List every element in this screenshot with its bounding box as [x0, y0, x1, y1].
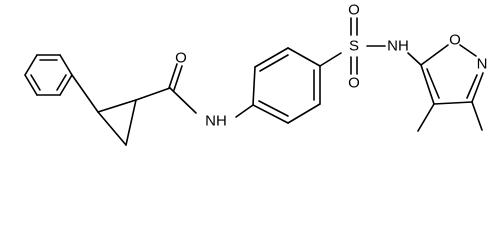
bond — [173, 65, 183, 91]
chemical-structure: O NH S O O NH O N — [24, 2, 487, 146]
bond — [168, 63, 178, 89]
bond — [97, 99, 137, 113]
isoxazole-nitrogen-label: N — [477, 56, 488, 73]
bond — [319, 52, 342, 67]
bond — [471, 101, 483, 131]
bond — [24, 74, 38, 96]
bond — [135, 87, 171, 101]
bond — [426, 68, 440, 99]
bond — [258, 100, 289, 117]
bond — [97, 111, 127, 146]
sulfonamide-nh-label: NH — [387, 38, 409, 55]
bond — [24, 54, 38, 76]
sulfonyl-oxygen-bottom-label: O — [348, 75, 360, 92]
bond — [420, 64, 435, 105]
bond — [169, 87, 197, 114]
amide-oxygen-label: O — [175, 50, 187, 67]
bond — [125, 99, 137, 146]
bond — [56, 74, 67, 91]
bond — [235, 104, 254, 118]
bond — [459, 44, 477, 57]
bond — [259, 54, 289, 72]
bond — [252, 66, 256, 106]
amide-nh-label: NH — [205, 113, 227, 130]
bond — [287, 103, 321, 124]
bond — [407, 52, 422, 66]
bond — [252, 104, 289, 124]
bond — [71, 74, 99, 113]
atom-labels: O NH S O O NH O N — [175, 2, 487, 130]
isoxazole-oxygen-label: O — [449, 32, 461, 49]
bond — [466, 74, 478, 99]
bond — [433, 101, 473, 105]
bond — [471, 72, 484, 103]
sulfonyl-oxygen-top-label: O — [348, 2, 360, 19]
bond — [287, 47, 321, 67]
sulfur-label: S — [349, 38, 359, 55]
bond — [254, 47, 289, 68]
bond — [30, 74, 41, 91]
bond — [417, 103, 435, 132]
bonds — [24, 17, 484, 146]
bond — [59, 74, 73, 96]
bond — [59, 54, 73, 76]
bond — [420, 44, 449, 66]
